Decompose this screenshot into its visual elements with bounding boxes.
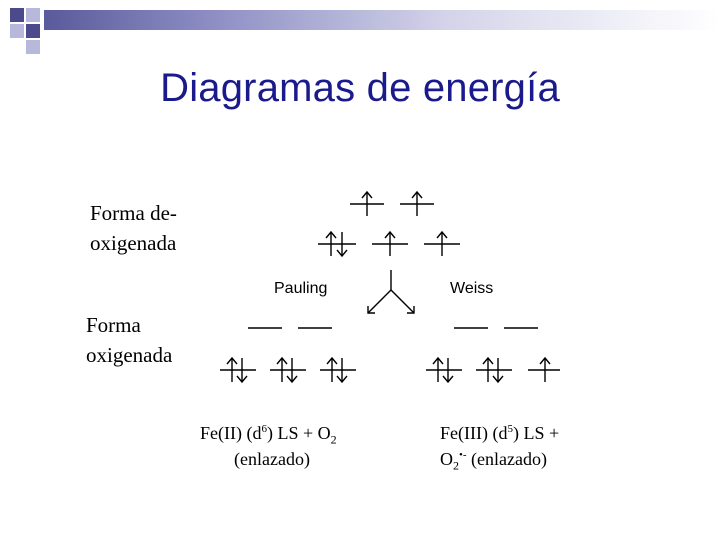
pauling-t2g-level [220,356,256,384]
caption-fe-ii-line1: Fe(II) (d6) LS + O2 [200,420,337,446]
page-title: Diagramas de energía [160,66,560,110]
caption-sub: 2 [330,432,337,447]
deoxy-label: Forma de- oxigenada [90,198,177,258]
deco-square [10,24,24,38]
caption-sup: 5 [507,423,513,435]
caption-sup: •- [459,449,467,461]
deco-square [26,40,40,54]
deoxy-eg-level [400,190,434,216]
oxy-label-line2: oxigenada [86,343,173,367]
caption-fe-ii-line2: (enlazado) [234,449,310,469]
caption-sub: 2 [453,458,459,473]
pauling-label: Pauling [274,280,327,297]
pauling-t2g-level [320,356,356,384]
deco-square [10,8,24,22]
caption-text: ) LS + [512,423,560,443]
oxy-label-line1: Forma [86,313,141,337]
caption-fe-iii-line1: Fe(III) (d5) LS + [440,420,559,446]
deoxy-t2g-level [424,230,460,256]
caption-sup: 6 [261,423,267,435]
pauling-t2g-level [270,356,306,384]
caption-text: Fe(II) (d [200,423,262,443]
weiss-t2g-level [426,356,462,384]
caption-fe-iii-line2: O2•- (enlazado) [440,446,559,472]
weiss-label: Weiss [450,280,493,297]
header-gradient-bar [44,10,720,30]
caption-fe-iii: Fe(III) (d5) LS + O2•- (enlazado) [440,420,559,472]
caption-text: Fe(III) (d [440,423,508,443]
oxy-label: Forma oxigenada [86,310,172,370]
deoxy-label-line2: oxigenada [90,231,177,255]
caption-fe-ii: Fe(II) (d6) LS + O2 (enlazado) [200,420,337,472]
caption-text: (enlazado) [466,449,547,469]
deoxy-label-line1: Forma de- [90,201,177,225]
caption-text: ) LS + O [266,423,331,443]
deoxy-t2g-level [318,230,356,258]
deco-square [26,8,40,22]
weiss-t2g-level [476,356,512,384]
caption-text: O [440,449,453,469]
deoxy-eg-level [350,190,384,216]
split-arrows [367,270,415,314]
deco-square [26,24,40,38]
weiss-t2g-level [528,356,560,382]
deoxy-t2g-level [372,230,408,256]
